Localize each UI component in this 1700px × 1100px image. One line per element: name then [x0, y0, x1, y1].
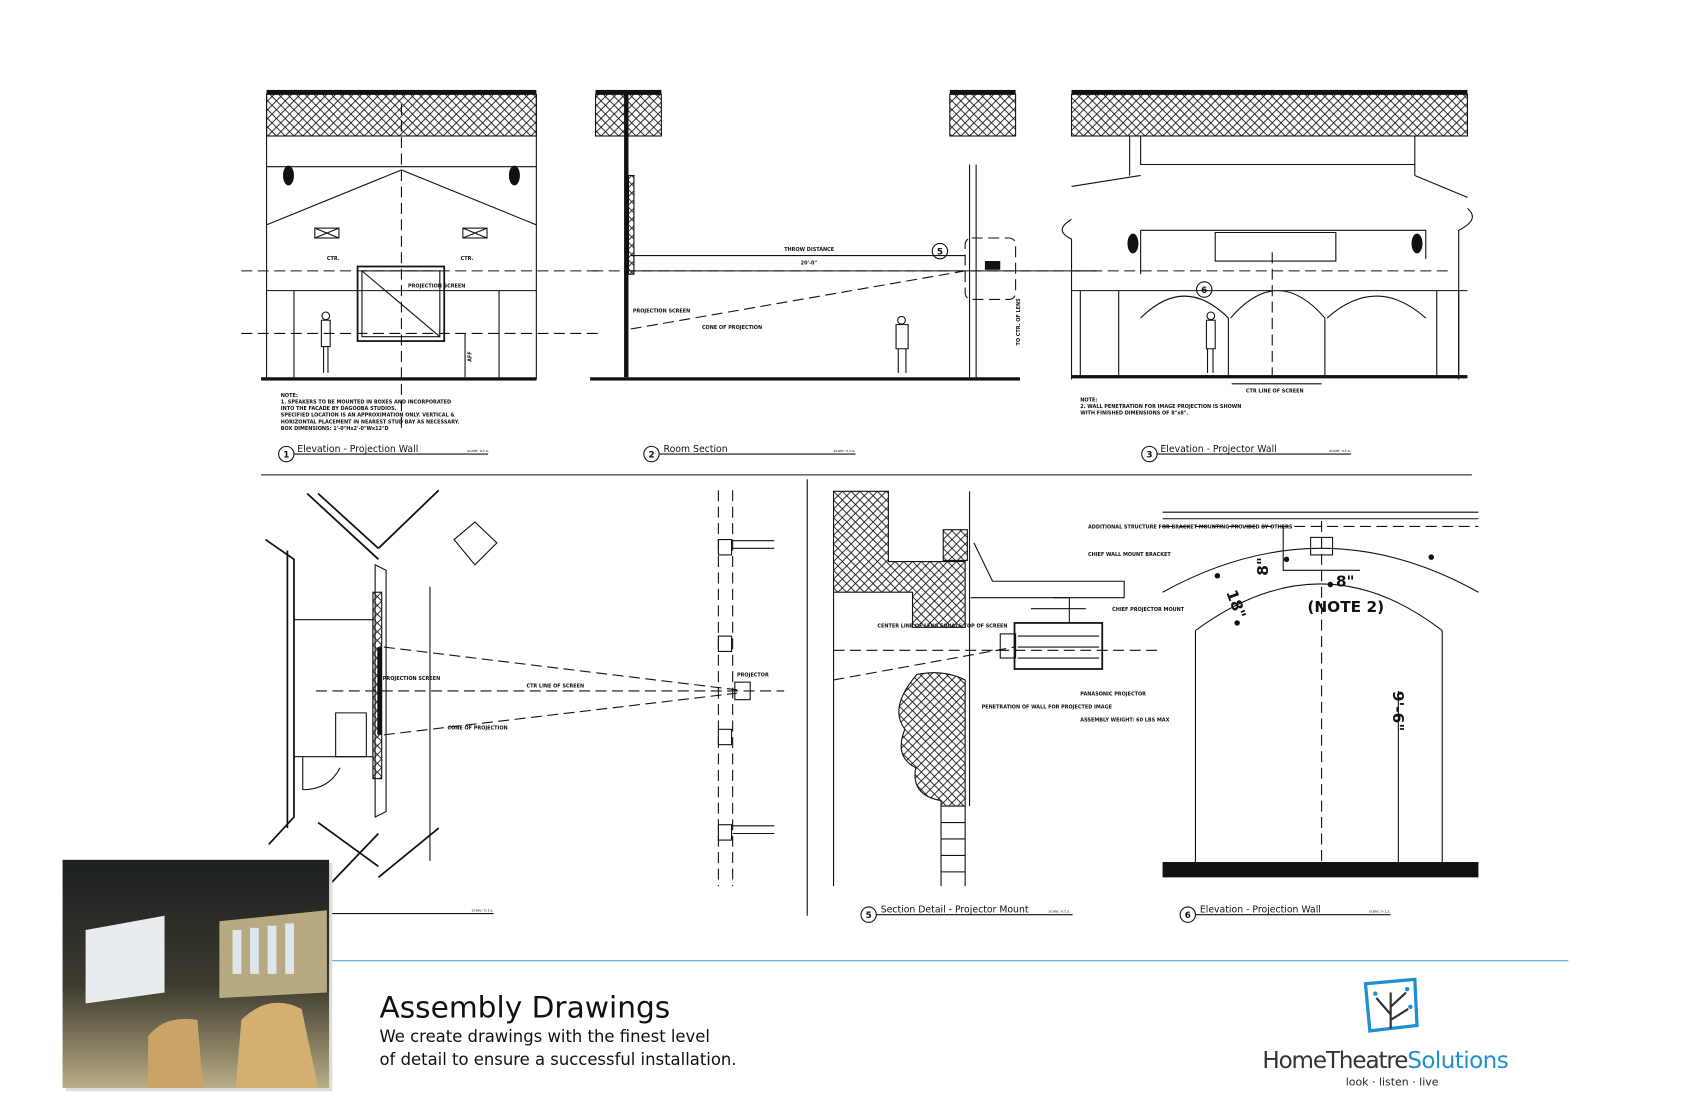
label: CONE OF PROJECTION: [702, 325, 762, 331]
label: CONE OF PROJECTION: [448, 725, 508, 731]
svg-text:HomeTheatreSolutions: HomeTheatreSolutions: [1262, 1048, 1508, 1074]
dimension-label: 18": [1222, 587, 1249, 621]
svg-text:Elevation - Projector Wall: Elevation - Projector Wall: [1160, 444, 1276, 455]
svg-text:WITH FINISHED DIMENSIONS OF 8": WITH FINISHED DIMENSIONS OF 8"x8".: [1080, 411, 1188, 417]
notes: NOTE: 2. WALL PENETRATION FOR IMAGE PROJ…: [1080, 397, 1241, 416]
dimension-label: 8": [1336, 573, 1355, 591]
label: CTR.: [461, 256, 474, 262]
label: CTR.: [327, 256, 340, 262]
label: ADDITIONAL STRUCTURE FOR BRACKET MOUNTIN…: [1088, 525, 1293, 531]
label: ASSEMBLY WEIGHT: 60 LBS MAX: [1080, 718, 1169, 724]
footer-description-line: of detail to ensure a successful install…: [380, 1050, 737, 1069]
svg-text:NOTE:: NOTE:: [1080, 397, 1097, 403]
dimension-label: 9'-6": [1389, 691, 1407, 731]
label: PROJECTION SCREEN: [633, 309, 690, 315]
svg-text:Section Detail - Projector Mou: Section Detail - Projector Mount: [881, 904, 1029, 915]
label: PROJECTOR: [737, 673, 769, 679]
drawing-3-elevation-projector-wall: 6 CTR LINE OF SCREEN NOTE: 2. WALL PENET…: [1061, 89, 1473, 463]
svg-text:HORIZONTAL PLACEMENT IN NEARES: HORIZONTAL PLACEMENT IN NEAREST STUD BAY…: [281, 419, 460, 425]
home-theatre-photo: [62, 859, 333, 1092]
footer-title: Assembly Drawings: [380, 991, 671, 1025]
drawing-caption: 6 Elevation - Projection Wall scale: n.t…: [1179, 904, 1391, 923]
label: CENTER LINE OF LENS EQUALS TOP OF SCREEN: [877, 623, 1007, 629]
person-figure-icon: [320, 311, 331, 373]
person-figure-icon: [1205, 311, 1216, 373]
footer-description-line: We create drawings with the finest level: [380, 1027, 710, 1046]
label: PANASONIC PROJECTOR: [1080, 691, 1146, 697]
label: CHIEF PROJECTOR MOUNT: [1112, 607, 1185, 613]
svg-text:NOTE:: NOTE:: [281, 393, 298, 399]
svg-text:2. WALL PENETRATION FOR IMAGE: 2. WALL PENETRATION FOR IMAGE PROJECTION…: [1080, 404, 1241, 410]
svg-text:Elevation - Projection Wall: Elevation - Projection Wall: [297, 444, 418, 455]
drawing-1-elevation-projection-wall: PROJECTION SCREEN CTR. CTR. AFF NOTE: 1.…: [241, 89, 604, 463]
svg-text:6: 6: [1201, 286, 1207, 296]
svg-text:BOX DIMENSIONS: 1'-0"Hx2'-0"Wx: BOX DIMENSIONS: 1'-0"Hx2'-0"Wx12"D: [281, 426, 389, 432]
label: PROJECTION SCREEN: [408, 283, 465, 289]
brand-logo: HomeTheatreSolutions look · listen · liv…: [1262, 977, 1509, 1089]
drawing-6-elevation-projection-wall: 18" 8" 8" (NOTE 2) 9'-6" 6 Elevation - P…: [1162, 511, 1479, 923]
person-figure-icon: [895, 315, 909, 373]
drawing-caption: 3 Elevation - Projector Wall scale: n.t.…: [1141, 444, 1351, 463]
svg-text:2: 2: [648, 450, 654, 460]
dimension-label: (NOTE 2): [1307, 598, 1384, 616]
drawing-4-plan: PROJECTION SCREEN CTR LINE OF SCREEN CON…: [264, 489, 785, 915]
svg-text:3: 3: [1146, 450, 1152, 460]
svg-text:scale: n.t.s.: scale: n.t.s.: [467, 448, 489, 453]
svg-text:look · listen · live: look · listen · live: [1346, 1076, 1439, 1089]
drawing-caption: 1 Elevation - Projection Wall scale: n.t…: [278, 444, 489, 463]
svg-text:1. SPEAKERS TO BE MOUNTED IN B: 1. SPEAKERS TO BE MOUNTED IN BOXES AND I…: [281, 400, 451, 406]
svg-text:5: 5: [937, 247, 943, 257]
tree-logo-icon: [1363, 977, 1419, 1033]
label: CTR LINE OF SCREEN: [1246, 389, 1304, 395]
label: CTR LINE OF SCREEN: [526, 684, 584, 690]
svg-text:6: 6: [1185, 911, 1191, 921]
aff-dimension-label: AFF: [468, 351, 474, 362]
svg-text:INTO THE FACADE BY DAGOOBA STU: INTO THE FACADE BY DAGOOBA STUDIOS.: [281, 406, 397, 412]
svg-text:Room Section: Room Section: [664, 444, 728, 455]
label: THROW DISTANCE: [784, 247, 834, 253]
svg-text:scale: n.t.s.: scale: n.t.s.: [834, 448, 856, 453]
divider: [261, 474, 1472, 916]
label: CHIEF WALL MOUNT BRACKET: [1088, 552, 1171, 558]
svg-text:SPECIFIED LOCATION IS AN APPRO: SPECIFIED LOCATION IS AN APPROXIMATION O…: [281, 413, 456, 419]
svg-text:Elevation - Projection Wall: Elevation - Projection Wall: [1200, 904, 1321, 915]
svg-text:1: 1: [283, 450, 289, 460]
drawing-caption: 5 Section Detail - Projector Mount scale…: [860, 904, 1073, 923]
label: 20'-0": [801, 260, 818, 266]
drawing-caption: 2 Room Section scale: n.t.s.: [643, 444, 856, 463]
svg-text:5: 5: [866, 911, 872, 921]
notes: NOTE: 1. SPEAKERS TO BE MOUNTED IN BOXES…: [281, 393, 460, 432]
svg-text:scale: n.t.s.: scale: n.t.s.: [1369, 908, 1391, 913]
drawing-2-room-section: 5 THROW DISTANCE 20'-0" PROJECTION SCREE…: [590, 89, 1097, 463]
label: TO CTR. OF LENS: [1016, 298, 1022, 346]
svg-text:scale: n.t.s.: scale: n.t.s.: [1049, 908, 1071, 913]
label: PENETRATION OF WALL FOR PROJECTED IMAGE: [982, 704, 1112, 710]
drawing-5-section-detail-projector-mount: ADDITIONAL STRUCTURE FOR BRACKET MOUNTIN…: [833, 490, 1293, 923]
svg-text:scale: n.t.s.: scale: n.t.s.: [1329, 448, 1351, 453]
drawing-scale: scale: n.t.s.: [472, 907, 494, 912]
label: PROJECTION SCREEN: [383, 676, 440, 682]
dimension-label: 8": [1254, 557, 1272, 576]
